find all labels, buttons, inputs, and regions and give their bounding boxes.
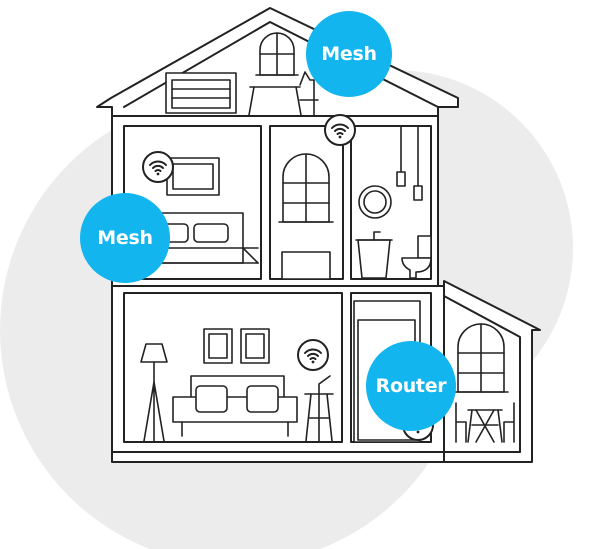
annex-table-chairs	[455, 402, 515, 443]
router-badge: Router	[366, 341, 456, 431]
attic-round-window	[255, 32, 299, 76]
hallway-window	[278, 153, 334, 223]
mesh-badge-bedroom: Mesh	[80, 193, 170, 283]
wifi-icon	[297, 339, 329, 371]
attic-cabinet	[165, 72, 237, 114]
side-table	[304, 375, 334, 442]
mesh-badge-attic: Mesh	[306, 11, 392, 97]
floor-lamp	[140, 343, 168, 442]
bath-lamps	[396, 125, 423, 201]
wifi-icon	[324, 114, 356, 146]
living-pictures	[203, 328, 270, 364]
wifi-icon	[142, 151, 174, 183]
mesh-badge-label: Mesh	[321, 43, 377, 65]
bath-sink	[355, 231, 393, 279]
sofa	[172, 375, 298, 437]
mesh-badge-label: Mesh	[97, 227, 153, 249]
router-badge-label: Router	[375, 375, 447, 397]
annex-window	[453, 323, 509, 393]
bath-toilet	[401, 235, 432, 279]
hallway-cabinet	[281, 251, 331, 280]
attic-desk	[248, 71, 319, 116]
